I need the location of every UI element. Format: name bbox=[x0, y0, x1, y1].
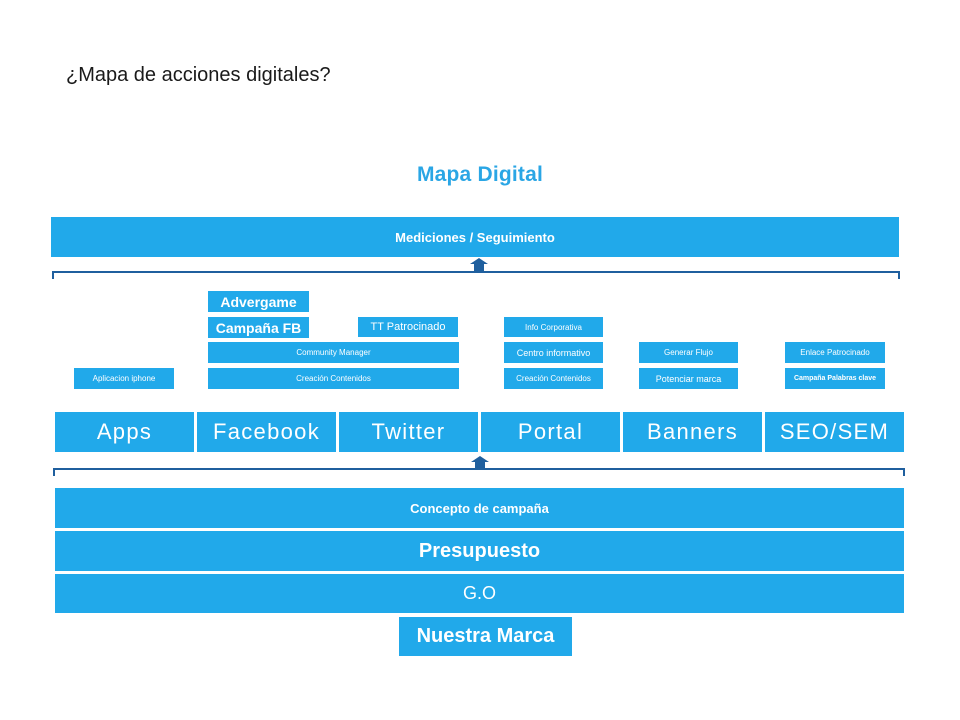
tactic-advergame: Advergame bbox=[208, 291, 309, 312]
channel-facebook: Facebook bbox=[197, 412, 336, 452]
channel-twitter: Twitter bbox=[339, 412, 478, 452]
tactic-creacion-contenidos-portal: Creación Contenidos bbox=[504, 368, 603, 389]
tactic-aplicacion-iphone: Aplicacion iphone bbox=[74, 368, 174, 389]
tactic-campana-fb: Campaña FB bbox=[208, 317, 309, 338]
tactic-community-manager: Community Manager bbox=[208, 342, 459, 363]
tactic-tt-patrocinado: TT Patrocinado bbox=[358, 317, 458, 337]
nuestra-marca-box: Nuestra Marca bbox=[399, 617, 572, 656]
presupuesto-bar: Presupuesto bbox=[55, 531, 904, 571]
channel-banners: Banners bbox=[623, 412, 762, 452]
go-bar: G.O bbox=[55, 574, 904, 613]
tactic-potenciar-marca: Potenciar marca bbox=[639, 368, 738, 389]
diagram-title: Mapa Digital bbox=[416, 163, 544, 186]
mediciones-bar: Mediciones / Seguimiento bbox=[51, 217, 899, 257]
tactic-campana-palabras-clave: Campaña Palabras clave bbox=[785, 368, 885, 389]
tactic-generar-flujo: Generar Flujo bbox=[639, 342, 738, 363]
tactic-enlace-patrocinado: Enlace Patrocinado bbox=[785, 342, 885, 363]
channel-portal: Portal bbox=[481, 412, 620, 452]
tactic-centro-informativo: Centro informativo bbox=[504, 342, 603, 363]
tactic-info-corporativa: Info Corporativa bbox=[504, 317, 603, 337]
concepto-bar: Concepto de campaña bbox=[55, 488, 904, 528]
arrow-up-icon bbox=[471, 456, 489, 470]
channel-apps: Apps bbox=[55, 412, 194, 452]
arrow-up-icon bbox=[470, 258, 488, 272]
slide-title: ¿Mapa de acciones digitales? bbox=[66, 64, 331, 86]
tactic-creacion-contenidos-fb: Creación Contenidos bbox=[208, 368, 459, 389]
upper-bracket bbox=[52, 271, 900, 279]
channel-seo-sem: SEO/SEM bbox=[765, 412, 904, 452]
